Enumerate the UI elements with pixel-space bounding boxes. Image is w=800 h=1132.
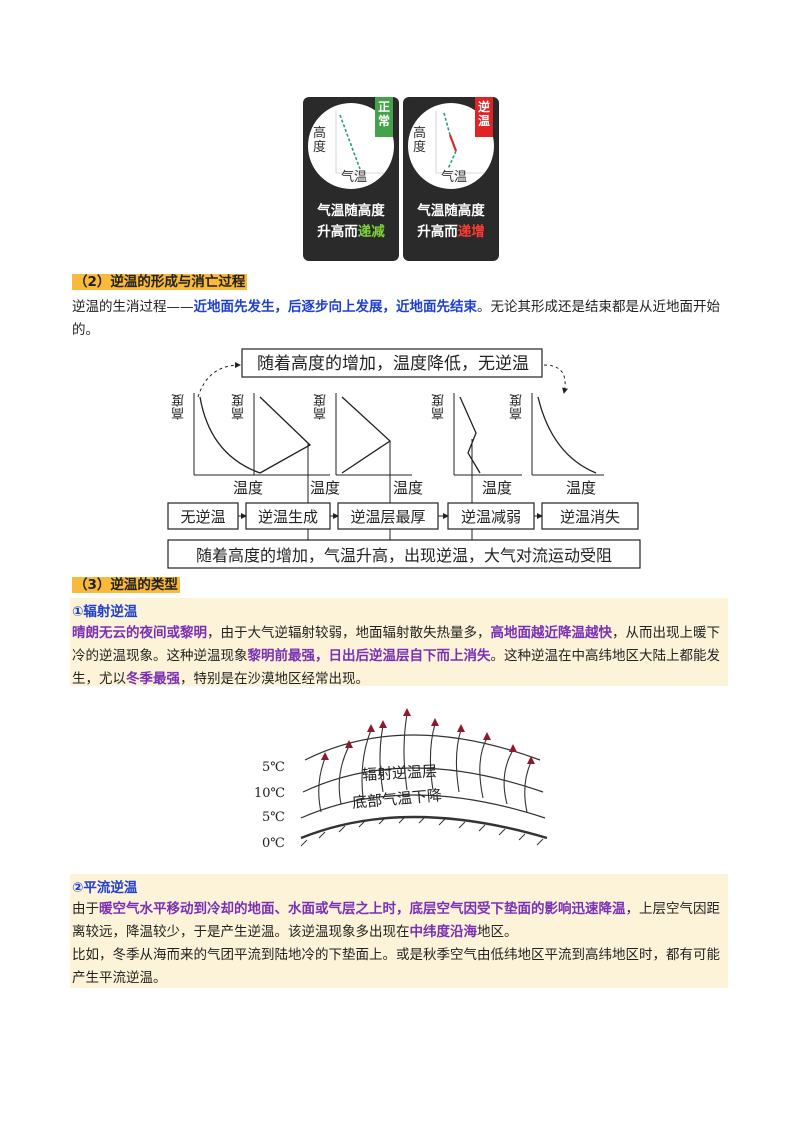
- bottom-box: [167, 539, 641, 569]
- temp-label: 10℃: [254, 786, 286, 801]
- advection-inversion-paragraph: 由于暖空气水平移动到冷却的地面、水面或气层之上时，底层空气因受下垫面的影响迅速降…: [72, 898, 728, 944]
- x-label-1: 温度: [233, 479, 264, 497]
- y-label-3: 高度: [314, 394, 329, 420]
- y-axis-label: 高度: [413, 126, 427, 155]
- arrow-heads: [321, 708, 535, 764]
- card-caption: 气温随高度 升高而递增: [417, 203, 485, 240]
- text-segment: 高地面越近降温越快: [490, 625, 613, 641]
- stage-label: 逆温减弱: [460, 508, 521, 526]
- bottom-box-text: 随着高度的增加，气温升高，出现逆温，大气对流运动受阻: [195, 546, 612, 565]
- stage-box-1: [167, 502, 239, 530]
- inversion-layer-label: 辐射逆温层: [361, 762, 438, 784]
- top-box: [241, 348, 543, 378]
- y-label-5: 高度: [510, 394, 525, 420]
- inversion-temperature-graph: [435, 111, 484, 174]
- stage-box-5: [541, 502, 639, 530]
- inversion-process-diagram: [167, 348, 641, 569]
- graph-2: [253, 393, 330, 476]
- normal-temperature-graph: [335, 111, 384, 174]
- x-label-2: 温度: [310, 479, 341, 497]
- y-axis-label: 高度: [313, 126, 327, 155]
- x-label-5: 温度: [566, 479, 597, 497]
- graph-3: [335, 393, 412, 476]
- section2-paragraph: 逆温的生消过程——近地面先发生，后逐步向上发展，近地面先结束。无论其形成还是结束…: [72, 299, 720, 338]
- text-segment: 冬季最强: [126, 671, 180, 687]
- stage-label: 逆温层最厚: [350, 508, 426, 526]
- stage-label: 逆温消失: [559, 508, 620, 526]
- card-caption: 气温随高度 升高而递减: [317, 203, 385, 240]
- text-segment: ，由于大气逆辐射较弱，地面辐射散失热量多，: [207, 625, 491, 641]
- stage-label: 逆温生成: [257, 508, 318, 526]
- radiation-inversion-band: [70, 598, 728, 686]
- inversion-tag: 逆温: [475, 97, 493, 137]
- stage-box-2: [245, 502, 331, 530]
- y-label-1: 高度: [172, 394, 187, 420]
- arrow-left-arc: [197, 362, 241, 398]
- text-segment: 暖空气水平移动到冷却的地面、水面或气层之上时，底层空气因受下垫面的影响迅速降温: [99, 901, 626, 917]
- radiation-arrows: [318, 713, 532, 813]
- text-segment: 。这种逆温在中高纬地区大陆上都能发生，尤以: [72, 648, 720, 687]
- x-label-3: 温度: [393, 479, 424, 497]
- normal-tag: 正常: [375, 97, 393, 137]
- graph-5: [531, 393, 604, 476]
- text-segment: ，上层空气因距离较远，降温较少，于是产生逆温。该逆温现象多出现在: [72, 901, 720, 940]
- x-label-4: 温度: [482, 479, 513, 497]
- radiation-inversion-paragraph: 晴朗无云的夜间或黎明，由于大气逆辐射较弱，地面辐射散失热量多，高地面越近降温越快…: [72, 622, 728, 691]
- text-segment: 中纬度沿海: [409, 924, 478, 940]
- text-segment: 黎明前最强，日出后逆温层自下而上消失: [247, 648, 491, 664]
- arrow-right-arc: [543, 364, 568, 394]
- normal-lapse-card: 高度 气温 正常 气温随高度 升高而递减: [303, 97, 399, 261]
- stage-label: 无逆温: [180, 508, 226, 526]
- advection-inversion-band: [70, 874, 728, 988]
- section3-heading: （3）逆温的类型: [72, 577, 180, 593]
- radiation-inversion-figure: [300, 708, 548, 847]
- advection-example-paragraph: 比如，冬季从海而来的气团平流到陆地冷的下垫面上。或是秋季空气由低纬地区平流到高纬…: [72, 947, 720, 986]
- x-axis-label: 气温: [441, 170, 468, 185]
- stage-box-3: [337, 502, 439, 530]
- section2-heading: （2）逆温的形成与消亡过程: [72, 274, 248, 290]
- y-label-2: 高度: [232, 394, 247, 420]
- radiation-inversion-title: ①辐射逆温: [72, 604, 138, 620]
- inversion-segment: [448, 134, 458, 152]
- temp-label: 5℃: [262, 810, 285, 825]
- text-segment: ，特别是在沙漠地区经常出现。: [180, 671, 369, 687]
- stage-box-4: [447, 502, 535, 530]
- top-box-text: 随着高度的增加，温度降低，无逆温: [257, 354, 529, 374]
- text-segment: 由于: [72, 901, 99, 917]
- temp-label: 0℃: [262, 836, 285, 851]
- temperature-line: [339, 114, 361, 170]
- text-segment: ，从而出现上暖下冷的逆温现象。这种逆温现象: [72, 625, 720, 664]
- x-axis-label: 气温: [341, 170, 368, 185]
- y-label-4: 高度: [432, 394, 447, 420]
- ground-hatching: [300, 816, 544, 847]
- temp-label: 5℃: [262, 760, 285, 775]
- advection-inversion-title: ②平流逆温: [72, 880, 138, 896]
- inversion-card: 高度 气温 逆温 气温随高度 升高而递增: [403, 97, 499, 261]
- text-segment: 晴朗无云的夜间或黎明: [72, 625, 207, 641]
- graph-circle: [408, 103, 494, 189]
- text-segment: 地区。: [477, 924, 518, 940]
